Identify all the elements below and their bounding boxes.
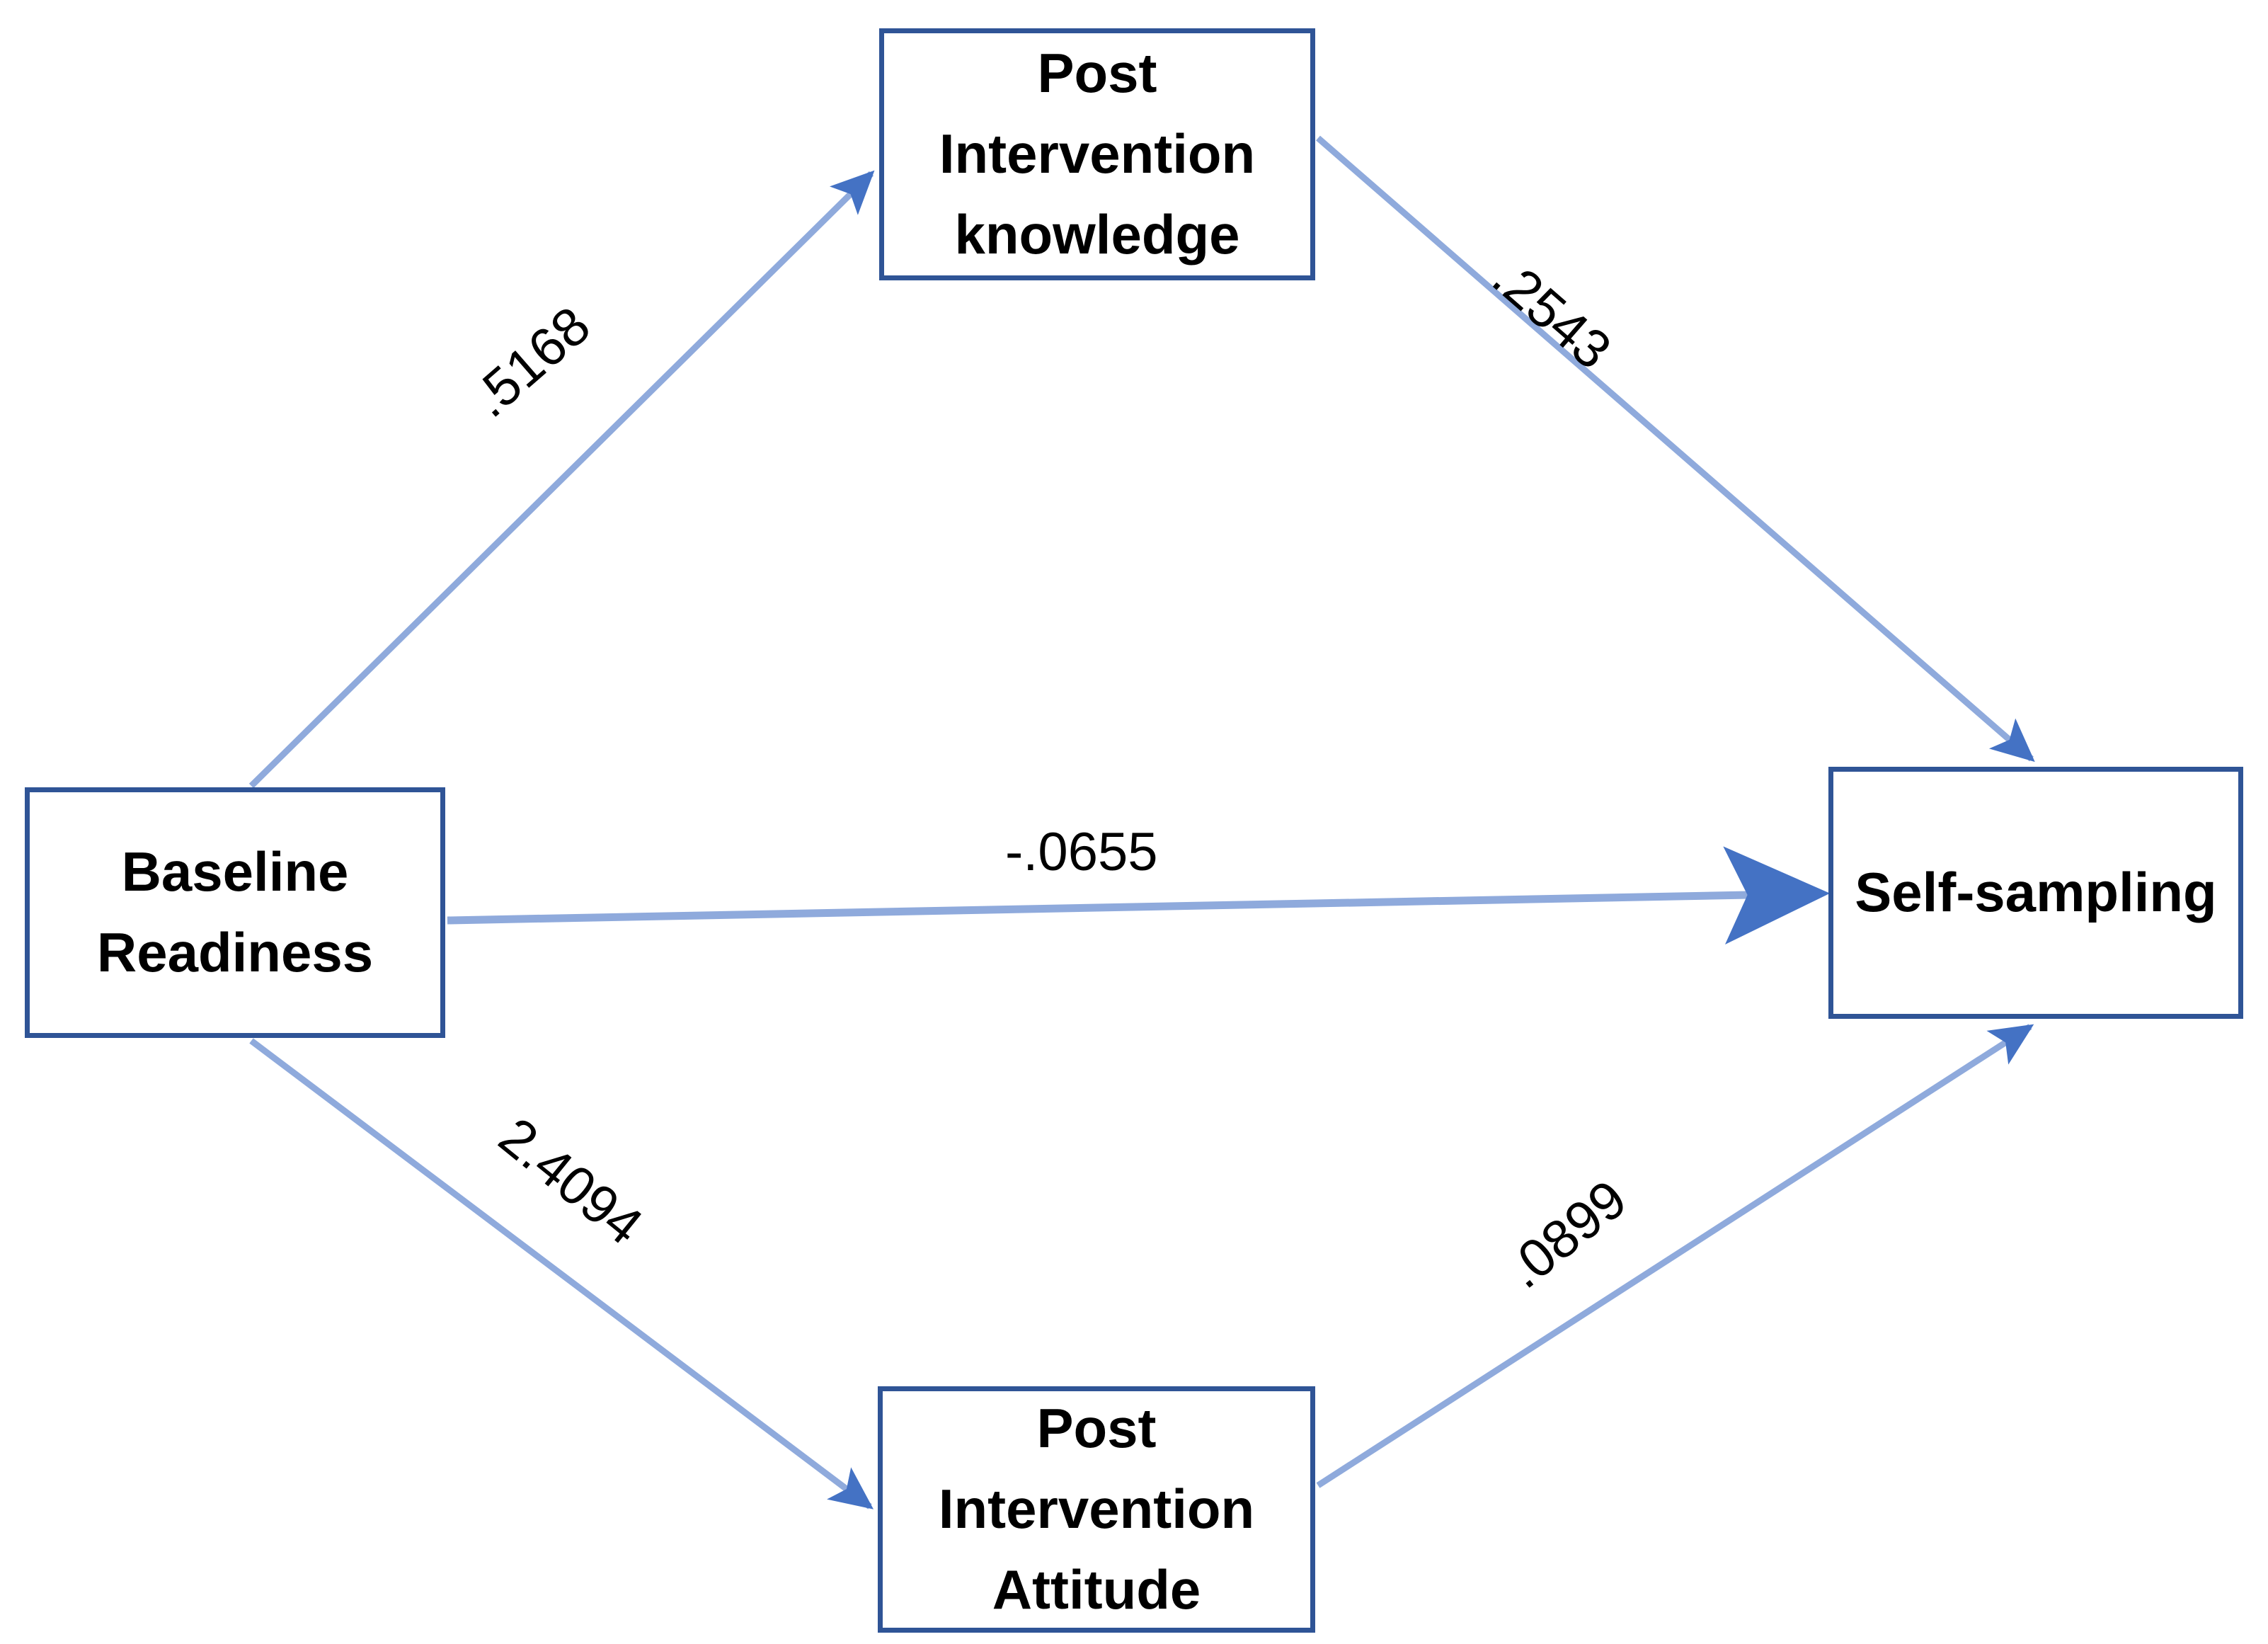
edge-b2-line bbox=[1316, 1024, 2034, 1488]
node-post-intervention-knowledge[interactable]: Post Intervention knowledge bbox=[879, 28, 1315, 280]
node-label-line: Post bbox=[1037, 42, 1157, 105]
node-label-line: Readiness bbox=[96, 921, 374, 983]
node-label-line: Intervention bbox=[939, 122, 1256, 185]
node-post-intervention-attitude[interactable]: Post Intervention Attitude bbox=[878, 1386, 1315, 1633]
edge-b1-line bbox=[1316, 135, 2035, 763]
edge-c-line bbox=[447, 846, 1831, 944]
node-label-line: knowledge bbox=[954, 202, 1240, 266]
node-label-line: Attitude bbox=[992, 1558, 1201, 1621]
node-label-line: Baseline bbox=[121, 840, 349, 903]
node-label-line: Self-sampling bbox=[1855, 861, 2217, 924]
node-baseline-readiness[interactable]: Baseline Readiness bbox=[25, 787, 445, 1038]
edge-label-c: -.0655 bbox=[1005, 822, 1158, 882]
edge-a2-line bbox=[249, 1038, 874, 1509]
edge-a1-line bbox=[248, 170, 875, 789]
node-label-line: Post bbox=[1036, 1397, 1157, 1460]
node-self-sampling[interactable]: Self-sampling bbox=[1828, 767, 2243, 1019]
node-label-line: Intervention bbox=[938, 1478, 1255, 1541]
